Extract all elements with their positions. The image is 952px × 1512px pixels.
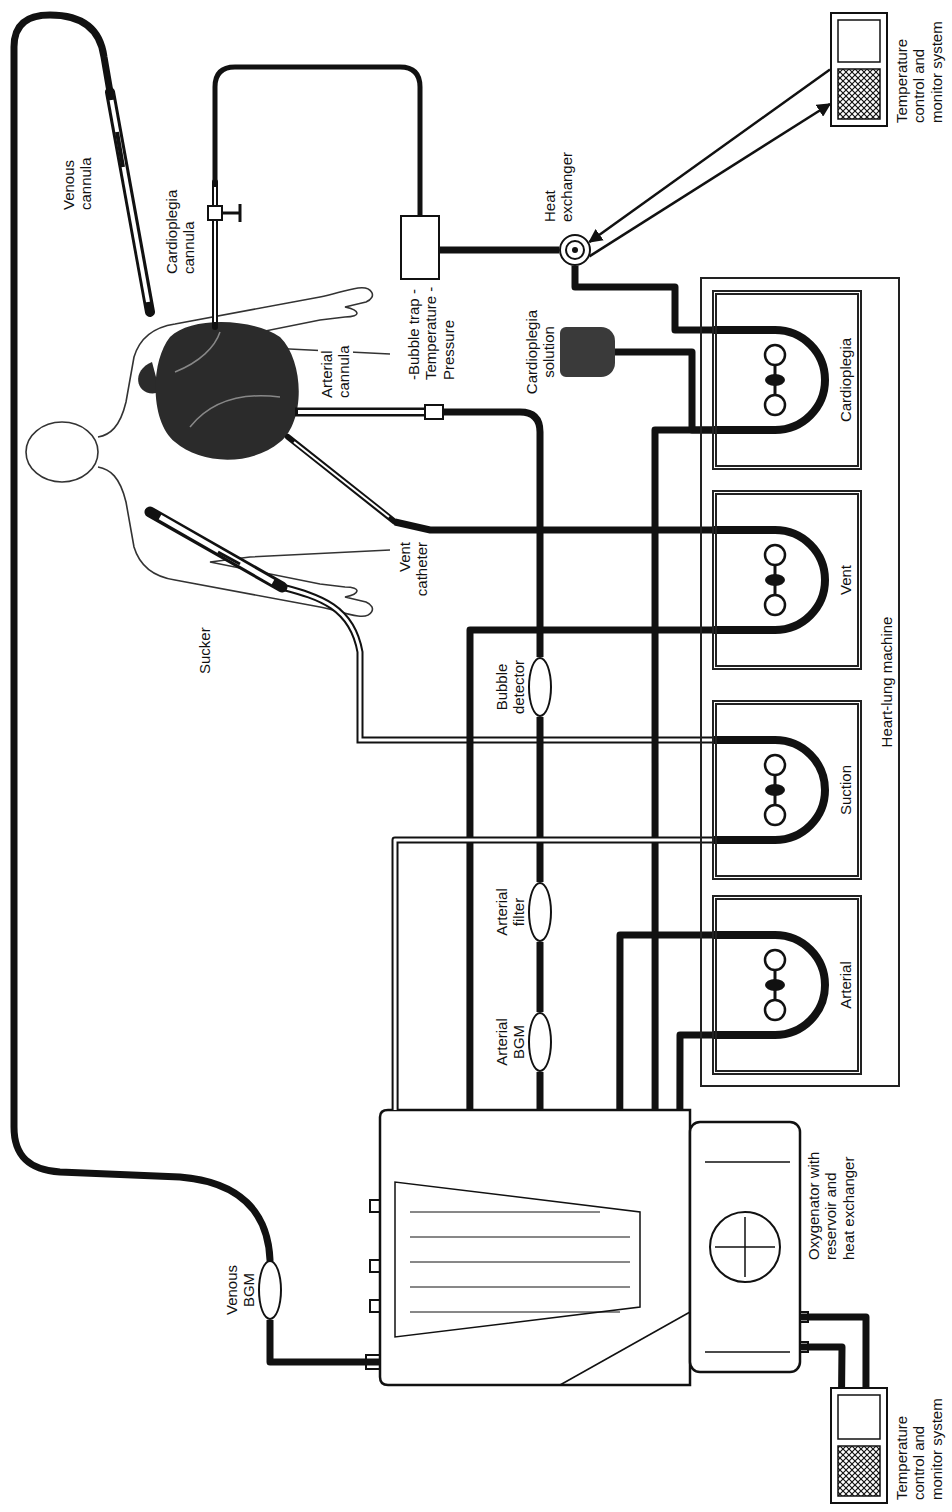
part-label: Sucker (196, 625, 213, 676)
part-label: Venous cannula (60, 136, 95, 212)
cardioplegia-line (215, 67, 420, 215)
arterial-filter: Arterial filter (528, 882, 552, 942)
part-label: Arterial cannula (318, 326, 353, 400)
tubing-line (575, 266, 712, 330)
sucker (150, 512, 712, 740)
cardioplegia-bag: Cardioplegia solution (560, 327, 615, 377)
blood-gas-monitor: Arterial BGM (528, 1012, 552, 1072)
blood-gas-monitor: Venous BGM (258, 1260, 282, 1320)
heat-exchanger: Heat exchanger (559, 234, 591, 266)
node-label: Heart-lung machine (878, 615, 895, 750)
arterial-line (443, 412, 540, 657)
part-label: Vent catheter (396, 540, 431, 610)
tubing-line (655, 430, 712, 1110)
bubble-trap: -Bubble trap -Temperature -Pressure (400, 215, 440, 280)
patient-outline (26, 288, 390, 616)
node-label: Venous BGM (223, 1258, 258, 1322)
node-label: Cardioplegia (837, 336, 854, 424)
tubing-line (470, 630, 712, 1110)
node-label: Temperature control and monitor system (893, 5, 945, 125)
part-label: Cardioplegia cannula (163, 176, 198, 276)
oxygenator-reservoir (366, 1110, 808, 1385)
heart-lung-machine-panel: Arterial Suction Vent CardioplegiaHeart-lun… (700, 277, 900, 1087)
temperature-control-unit: Temperature control and monitor system (830, 1387, 888, 1504)
roller-pump: Vent (712, 490, 862, 670)
tubing-line (800, 1317, 866, 1387)
tubing-line (537, 1072, 544, 1110)
venous-line (14, 15, 270, 1260)
node-label: Cardioplegia solution (523, 300, 558, 404)
venous-cannula (110, 92, 150, 312)
tubing-line (395, 840, 712, 1110)
node-label: Arterial BGM (493, 1010, 528, 1074)
tubing-line (620, 935, 712, 1110)
flow-arrow (589, 70, 830, 243)
tubing-line (440, 247, 559, 254)
node-label: Suction (837, 763, 854, 817)
roller-pump-rotors (712, 330, 825, 1035)
tubing-line (800, 1347, 842, 1387)
node-label: Temperature control and monitor system (893, 1382, 945, 1502)
roller-pump: Cardioplegia (712, 290, 862, 470)
node-label: Bubble detector (493, 655, 528, 719)
node-label: Vent (837, 563, 854, 597)
roller-pump: Suction (712, 700, 862, 880)
tubing-line (270, 1320, 380, 1362)
tubing-lumen (395, 840, 712, 1110)
heat-exchanger-coil (566, 241, 584, 259)
node-label: -Bubble trap -Temperature -Pressure (405, 282, 457, 382)
tubing-line (680, 1035, 712, 1110)
heart (138, 322, 299, 460)
roller-pump: Arterial (712, 895, 862, 1075)
temperature-control-unit: Temperature control and monitor system (830, 12, 888, 127)
node-label: Arterial filter (493, 880, 528, 944)
tubing-line (537, 717, 544, 882)
cardioplegia-cannula (208, 182, 240, 327)
vent-catheter (288, 437, 712, 530)
oxygenator: Oxygenator with reservoir and heat excha… (380, 1110, 800, 1390)
flow-arrow (589, 104, 830, 256)
tubing-line (615, 352, 712, 430)
node-label: Heat exchanger (541, 142, 576, 224)
tubing-line (537, 942, 544, 1012)
node-label: Arterial (837, 959, 854, 1011)
node-label: Oxygenator with reservoir and heat excha… (805, 1148, 857, 1262)
bubble-detector: Bubble detector (528, 657, 552, 717)
arterial-cannula (295, 405, 443, 419)
